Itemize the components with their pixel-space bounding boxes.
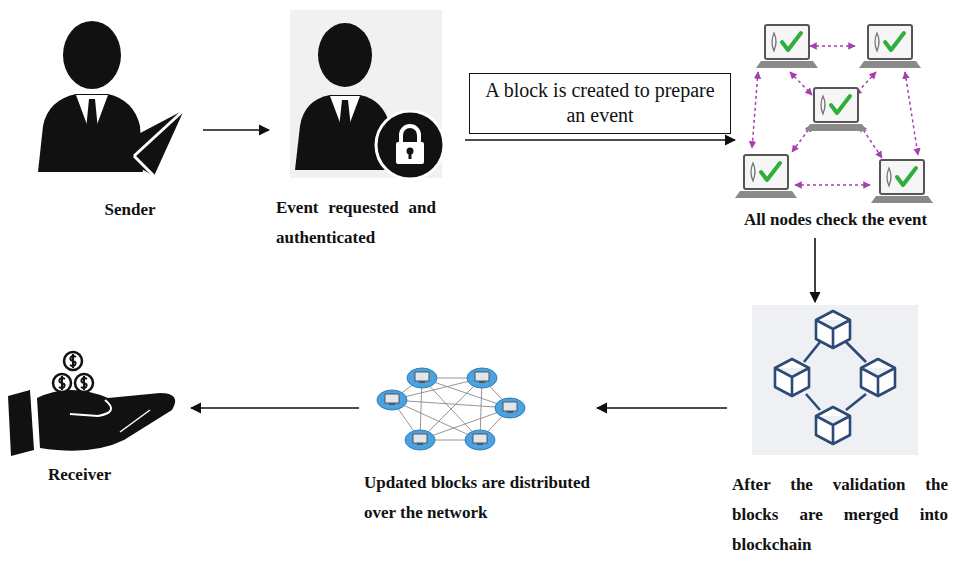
flow-arrow: [203, 129, 269, 131]
auth-icon: [290, 10, 444, 179]
icon-node: Receiver: [8, 350, 188, 490]
flow-arrow: [465, 139, 735, 141]
peer-network-icon: [735, 25, 933, 203]
icon-node: Sender: [30, 15, 200, 225]
icon-node: Event requested and authenticated: [272, 8, 462, 253]
node-caption: After the validation the blocks are merg…: [730, 470, 948, 560]
blockchain-icon: [752, 305, 918, 455]
receiver-hand-icon: [8, 352, 175, 456]
distribution-network-icon: [377, 368, 525, 450]
flow-arrow: [191, 407, 359, 409]
node-caption: All nodes check the event: [738, 205, 940, 235]
icon-node: Updated blocks are distributed over the …: [362, 368, 594, 528]
node-caption: Sender: [30, 195, 200, 225]
node-caption: Receiver: [8, 460, 188, 490]
node-caption: Updated blocks are distributed over the …: [362, 468, 590, 528]
node-caption: Event requested and authenticated: [272, 193, 436, 253]
flow-arrow: [597, 407, 727, 409]
icon-node: After the validation the blocks are merg…: [730, 305, 952, 560]
sender-icon: [38, 21, 184, 176]
edge-label-box: A block is created to prepare an event: [469, 73, 731, 134]
icon-node: All nodes check the event: [738, 5, 946, 235]
flow-arrow: [814, 238, 816, 302]
